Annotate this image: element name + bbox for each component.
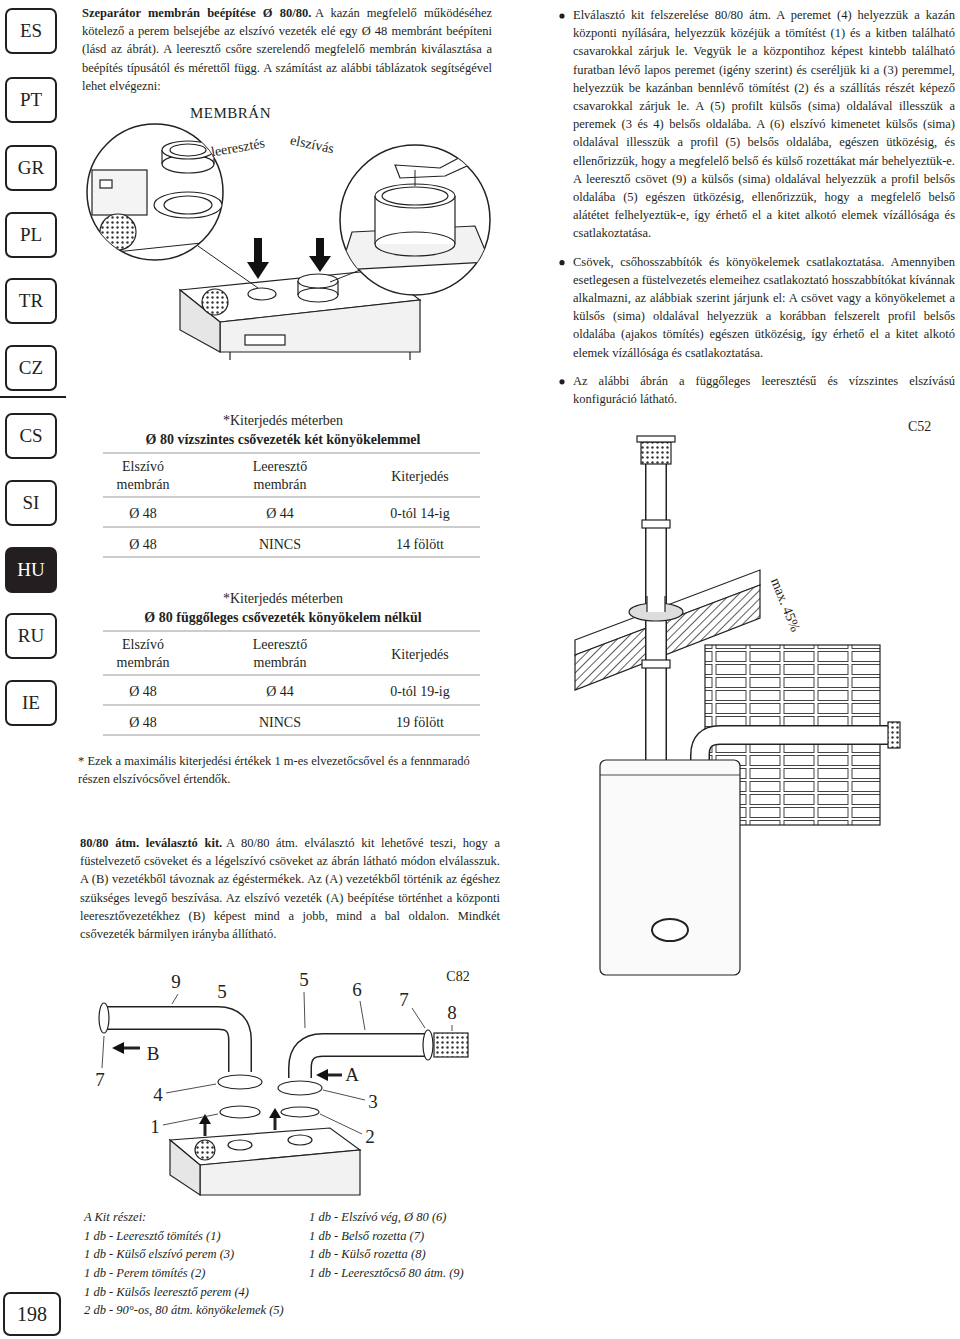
page-number-box: 198 xyxy=(3,1292,61,1336)
language-tab: PL xyxy=(5,212,57,258)
tab-text: PL xyxy=(20,224,42,246)
table-rules xyxy=(103,453,480,735)
parts-item: 1 db - Elszívó vég, Ø 80 (6) xyxy=(309,1208,446,1226)
parts-item: 1 db - Külső rozetta (8) xyxy=(309,1245,426,1263)
parts-heading: A Kit részei: xyxy=(84,1208,146,1226)
body-text: A 80/80 átm. elválasztó kit lehetővé tes… xyxy=(80,836,500,941)
c82-kit-figure xyxy=(99,992,468,1195)
tab-text: HU xyxy=(17,559,44,581)
figure-label: MEMBRÁN xyxy=(190,104,271,122)
bullet-dot xyxy=(559,379,564,384)
parts-item: 1 db - Leeresztő tömítés (1) xyxy=(84,1227,221,1245)
section-heading: Szeparátor membrán beépítése Ø 80/80. xyxy=(82,6,311,20)
table-note: *Kiterjedés méterben xyxy=(133,412,433,430)
language-tab: RU xyxy=(5,613,57,659)
table-title: Ø 80 függőleges csővezeték könyökelem né… xyxy=(83,609,483,627)
figure-code: C82 xyxy=(446,969,469,985)
table-header: Kiterjedés xyxy=(365,468,475,486)
table-note: *Kiterjedés méterben xyxy=(133,590,433,608)
table-header: Kiterjedés xyxy=(365,646,475,664)
callout-number: 4 xyxy=(153,1084,163,1106)
figure-label: leeresztés xyxy=(210,135,266,160)
tab-text: SI xyxy=(23,492,40,514)
bullet-dot xyxy=(559,260,564,265)
c52-installation-figure xyxy=(575,436,900,975)
bullet-text: Elválasztó kit felszerelése 80/80 átm. A… xyxy=(573,6,955,243)
language-tab: IE xyxy=(5,680,57,726)
callout-number: 5 xyxy=(217,981,227,1003)
language-tab: HU xyxy=(5,547,57,593)
table-header: Elszívó membrán xyxy=(103,636,183,672)
tab-text: IE xyxy=(22,692,40,714)
table-cell: 0-tól 14-ig xyxy=(365,505,475,523)
tab-text: PT xyxy=(20,89,42,111)
paragraph: Szeparátor membrán beépítése Ø 80/80.A k… xyxy=(82,4,492,95)
callout-letter: B xyxy=(147,1043,160,1065)
figure-code: C52 xyxy=(908,418,931,436)
table-cell: Ø 48 xyxy=(88,505,198,523)
language-tab: CZ xyxy=(5,345,57,391)
language-tab: CS xyxy=(5,413,57,459)
parts-item: 1 db - Külsős leeresztő perem (4) xyxy=(84,1283,249,1301)
bullet-text: Csövek, csőhosszabbítók és könyökelemek … xyxy=(573,253,955,362)
table-cell: NINCS xyxy=(225,536,335,554)
callout-number: 5 xyxy=(299,969,309,991)
footnote: * Ezek a maximális kiterjedési értékek 1… xyxy=(78,752,498,788)
callout-number: 9 xyxy=(171,971,181,993)
table-cell: 19 fölött xyxy=(365,714,475,732)
table-header: Leeresztő membrán xyxy=(240,636,320,672)
language-tab: TR xyxy=(5,278,57,324)
table-header: Leeresztő membrán xyxy=(240,458,320,494)
tab-text: ES xyxy=(20,20,42,42)
parts-item: 2 db - 90°-os, 80 átm. könyökelemek (5) xyxy=(84,1301,284,1319)
figure-label: elszívás xyxy=(289,133,336,158)
table-header: Elszívó membrán xyxy=(103,458,183,494)
language-tab: GR xyxy=(5,145,57,191)
callout-number: 6 xyxy=(352,979,362,1001)
bullet-dot xyxy=(559,13,564,18)
parts-item: 1 db - Leeresztőcső 80 átm. (9) xyxy=(309,1264,479,1282)
tab-text: GR xyxy=(18,157,44,179)
tab-text: 198 xyxy=(17,1303,47,1326)
tab-text: RU xyxy=(18,625,44,647)
callout-number: 3 xyxy=(368,1091,378,1113)
parts-item: 1 db - Perem tömítés (2) xyxy=(84,1264,205,1282)
table-cell: Ø 48 xyxy=(88,714,198,732)
table-cell: Ø 44 xyxy=(225,505,335,523)
paragraph: 80/80 átm. leválasztó kit.A 80/80 átm. e… xyxy=(80,834,500,943)
tab-text: TR xyxy=(19,290,43,312)
bullet-text: Az alábbi ábrán a függőleges leeresztésű… xyxy=(573,372,955,408)
table-cell: 0-tól 19-ig xyxy=(365,683,475,701)
table-cell: NINCS xyxy=(225,714,335,732)
parts-item: 1 db - Belső rozetta (7) xyxy=(309,1227,424,1245)
parts-item: 1 db - Külső elszívó perem (3) xyxy=(84,1245,234,1263)
callout-number: 2 xyxy=(365,1126,375,1148)
language-tab: PT xyxy=(5,77,57,123)
section-heading: 80/80 átm. leválasztó kit. xyxy=(80,836,222,850)
angle-label: max. 45% xyxy=(767,576,803,635)
callout-number: 8 xyxy=(447,1002,457,1024)
language-tab: SI xyxy=(5,480,57,526)
callout-letter: A xyxy=(345,1064,359,1086)
callout-number: 7 xyxy=(399,989,409,1011)
callout-number: 1 xyxy=(150,1116,160,1138)
tab-text: CS xyxy=(19,425,42,447)
table-cell: Ø 48 xyxy=(88,536,198,554)
tab-text: CZ xyxy=(19,357,43,379)
table-title: Ø 80 vízszintes csővezeték két könyökele… xyxy=(83,431,483,449)
callout-number: 7 xyxy=(95,1069,105,1091)
table-cell: Ø 48 xyxy=(88,683,198,701)
boiler-top-figure xyxy=(87,124,490,360)
table-cell: 14 fölött xyxy=(365,536,475,554)
table-cell: Ø 44 xyxy=(225,683,335,701)
language-tab: ES xyxy=(5,8,57,54)
